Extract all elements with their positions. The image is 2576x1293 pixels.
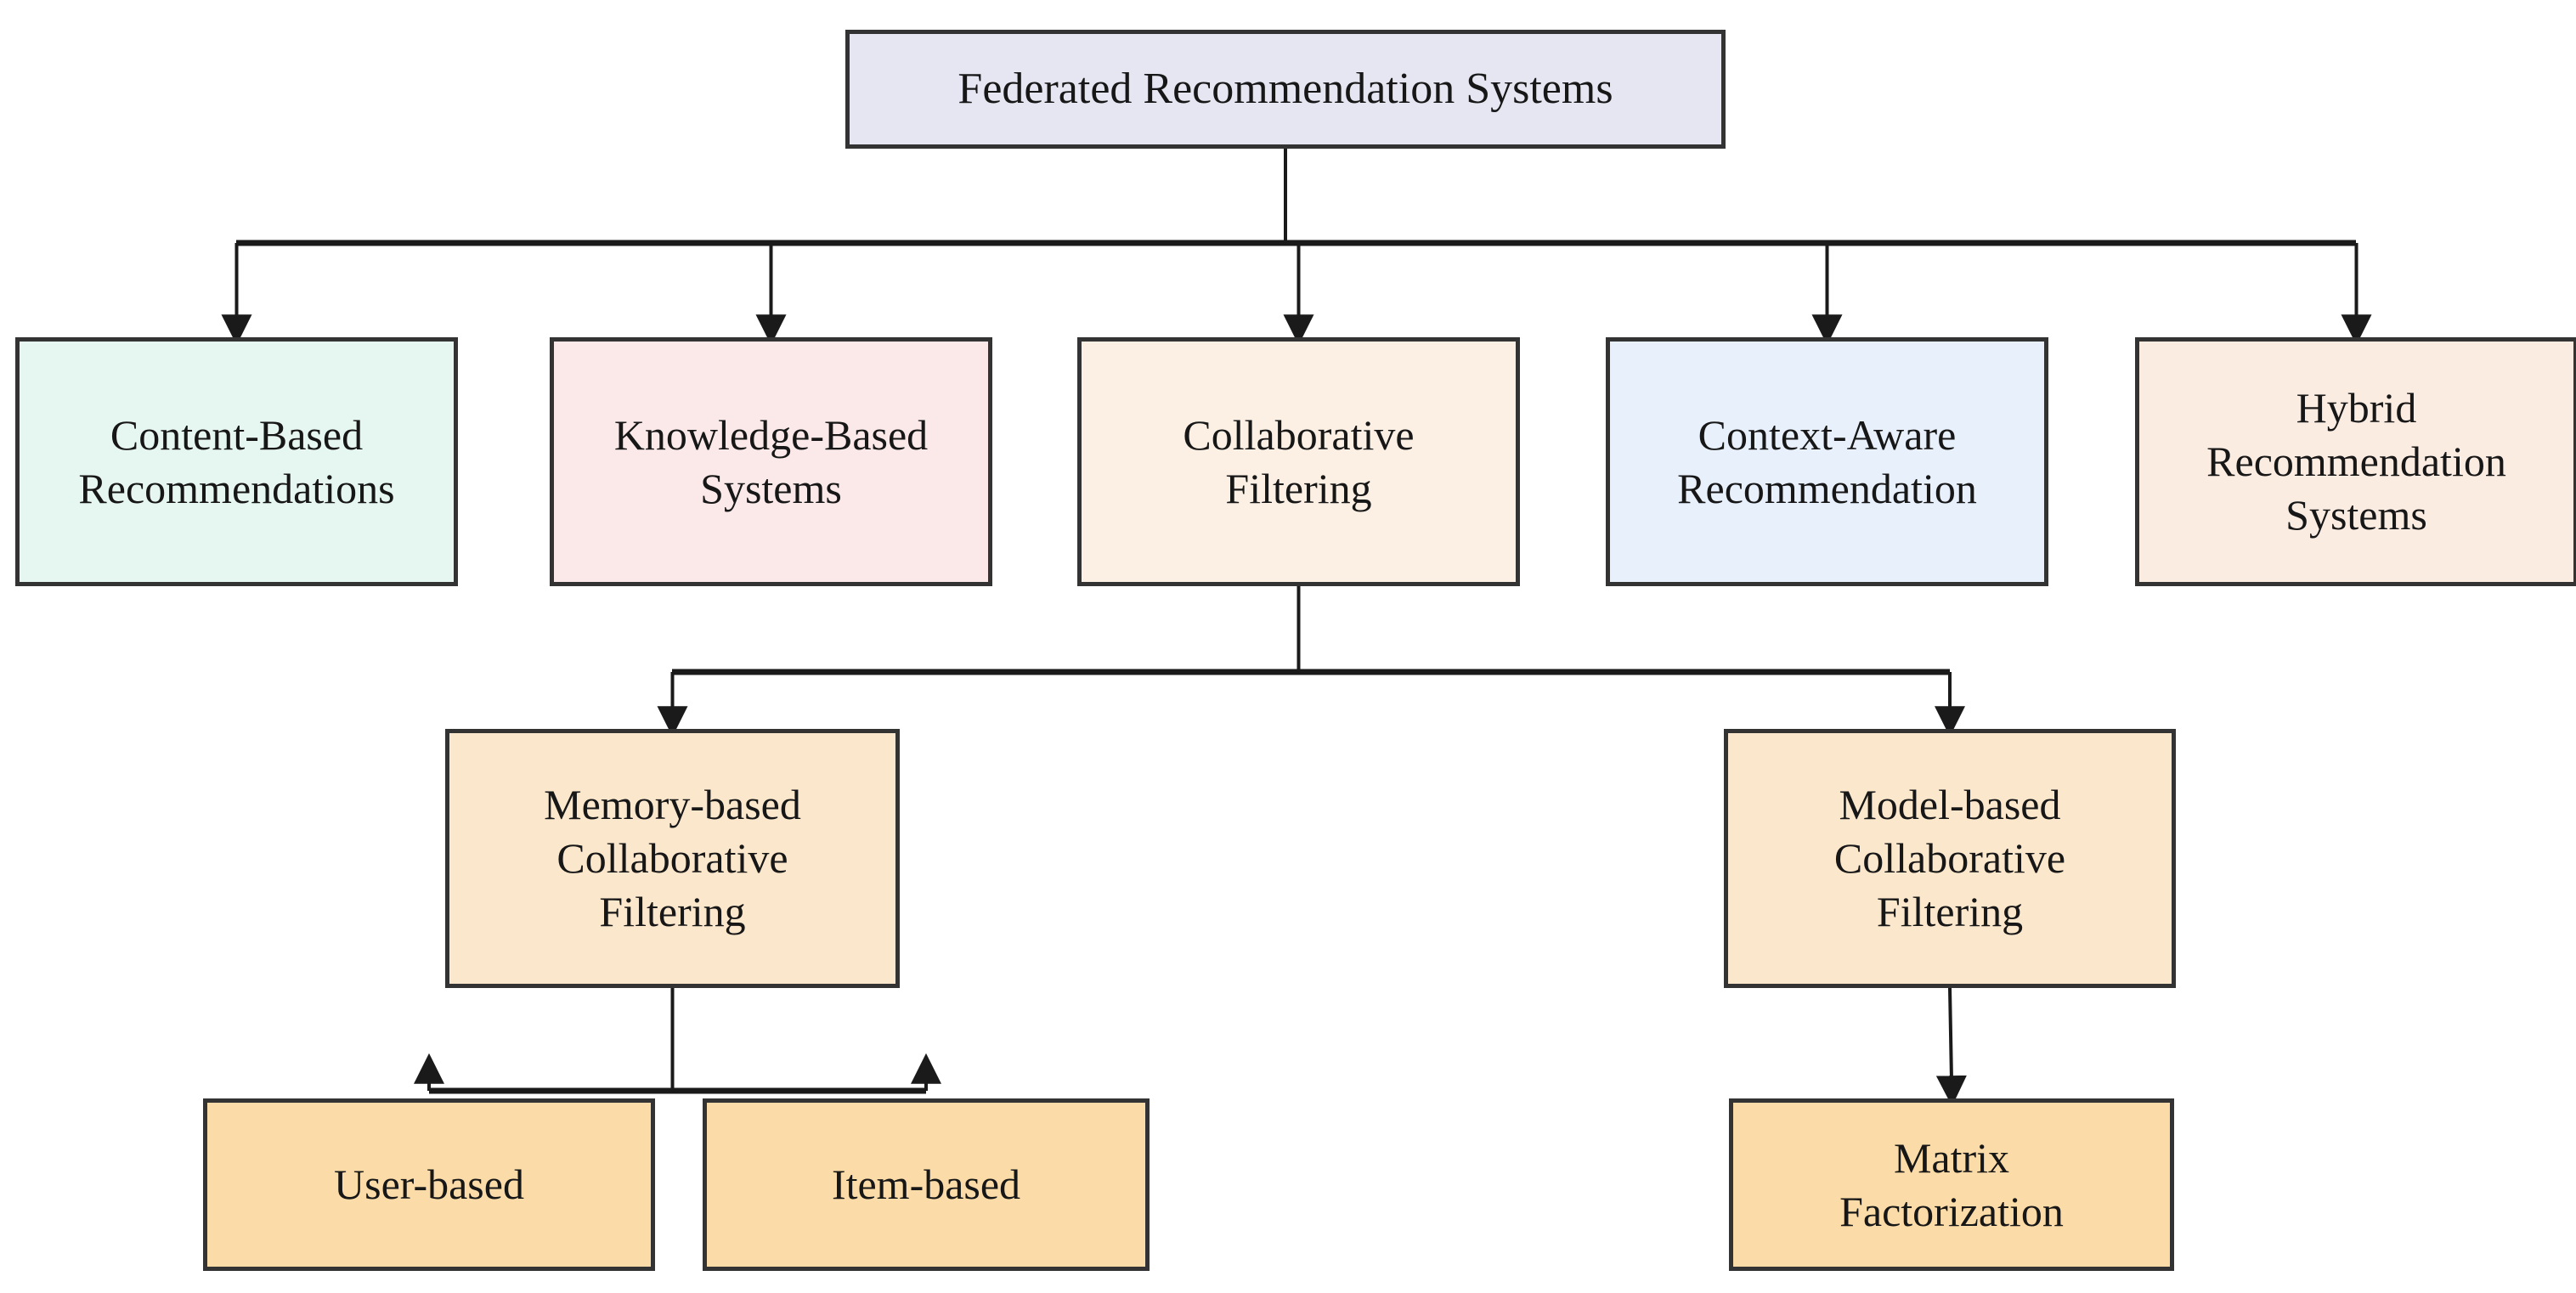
node-content-based[interactable]: Content-Based Recommendations: [15, 337, 458, 586]
node-matrix-factorization[interactable]: Matrix Factorization: [1729, 1098, 2174, 1271]
connector-drop-matrix-factorization: [1935, 987, 1967, 1107]
node-label: User-based: [334, 1160, 524, 1208]
node-label: Collaborative Filtering: [1183, 410, 1415, 512]
node-label: Memory-based Collaborative Filtering: [544, 781, 801, 935]
node-user-based[interactable]: User-based: [203, 1098, 655, 1271]
node-model-based-cf[interactable]: Model-based Collaborative Filtering: [1724, 729, 2176, 988]
node-label: Federated Recommendation Systems: [958, 65, 1613, 114]
node-knowledge-based[interactable]: Knowledge-Based Systems: [550, 337, 992, 586]
node-collaborative-filtering[interactable]: Collaborative Filtering: [1077, 337, 1520, 586]
node-item-based[interactable]: Item-based: [703, 1098, 1150, 1271]
node-label: Model-based Collaborative Filtering: [1833, 781, 2066, 935]
node-memory-based-cf[interactable]: Memory-based Collaborative Filtering: [445, 729, 900, 988]
node-label: Item-based: [831, 1160, 1021, 1208]
node-label: Knowledge-Based Systems: [613, 410, 929, 512]
node-hybrid[interactable]: Hybrid Recommendation Systems: [2135, 337, 2576, 586]
node-context-aware[interactable]: Context-Aware Recommendation: [1606, 337, 2048, 586]
node-label: Hybrid Recommendation Systems: [2206, 384, 2506, 539]
node-label: Matrix Factorization: [1839, 1133, 2064, 1235]
node-root[interactable]: Federated Recommendation Systems: [845, 30, 1726, 149]
node-label: Content-Based Recommendations: [78, 410, 395, 512]
node-label: Context-Aware Recommendation: [1677, 410, 1977, 512]
